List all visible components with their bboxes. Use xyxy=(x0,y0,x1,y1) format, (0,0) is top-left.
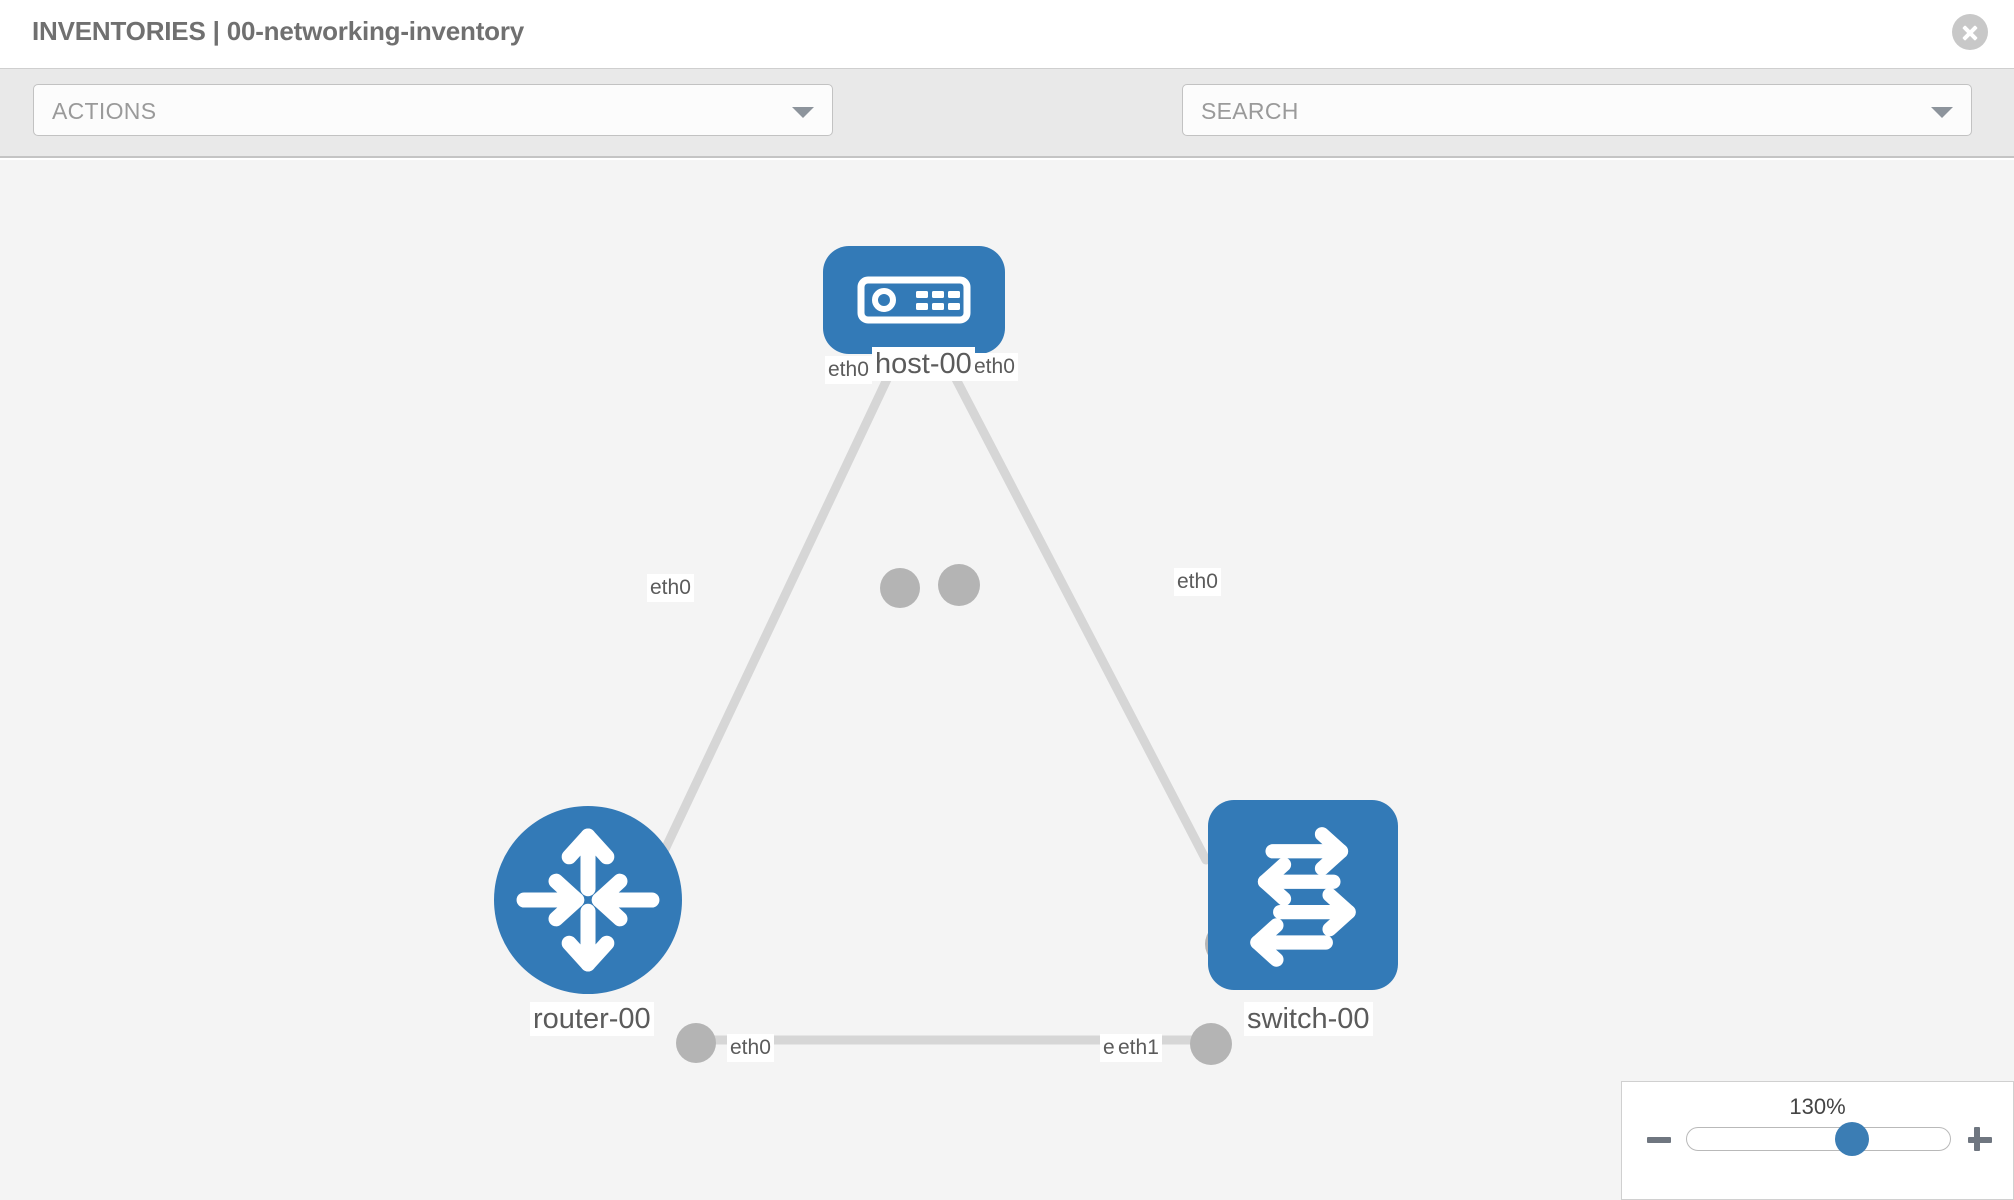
close-icon[interactable] xyxy=(1952,14,1988,50)
page-title: INVENTORIES | 00-networking-inventory xyxy=(32,16,525,46)
toolbar: ACTIONS SEARCH xyxy=(0,68,2014,200)
topology-node-host-00[interactable] xyxy=(823,246,1005,354)
edge-host-switch xyxy=(939,351,1211,865)
node-label-host-00: host-00 xyxy=(872,347,975,381)
search-placeholder: SEARCH xyxy=(1201,98,1299,124)
topology-node-switch-00[interactable] xyxy=(1208,800,1398,990)
edge-label: eth1 xyxy=(1115,1034,1162,1062)
chevron-down-icon xyxy=(792,107,814,118)
switch-arrows-icon xyxy=(1250,827,1356,967)
actions-dropdown[interactable]: ACTIONS xyxy=(33,84,833,136)
node-label-router-00: router-00 xyxy=(530,1002,654,1036)
actions-dropdown-label: ACTIONS xyxy=(52,98,157,124)
connector-dot xyxy=(1190,1023,1232,1065)
search-input[interactable]: SEARCH xyxy=(1182,84,1972,136)
topology-edges xyxy=(655,351,1211,1045)
router-arrows-icon xyxy=(516,828,660,972)
zoom-slider[interactable] xyxy=(1686,1122,1951,1156)
edge-host-router xyxy=(655,351,903,865)
topology-graph: eth0 eth0 eth0 eth0 eth0 eth0 eth1 host-… xyxy=(0,160,2014,1200)
edge-label: eth0 xyxy=(647,574,694,602)
connector-dot xyxy=(676,1023,716,1063)
edge-label: eth0 xyxy=(1174,568,1221,596)
topology-node-router-00[interactable] xyxy=(494,806,682,994)
connector-dot xyxy=(938,564,980,606)
node-label-switch-00: switch-00 xyxy=(1244,1002,1373,1036)
chevron-down-icon xyxy=(1931,107,1953,118)
connector-dot xyxy=(880,568,920,608)
zoom-in-button[interactable] xyxy=(1965,1124,1995,1154)
zoom-out-button[interactable] xyxy=(1644,1124,1674,1154)
zoom-level-value: 130% xyxy=(1789,1094,1846,1119)
edge-label: eth0 xyxy=(825,356,872,384)
topology-canvas[interactable]: eth0 eth0 eth0 eth0 eth0 eth0 eth1 host-… xyxy=(0,160,2014,1200)
page-header: INVENTORIES | 00-networking-inventory xyxy=(0,0,2014,68)
server-appliance-icon xyxy=(857,276,971,324)
edge-label: eth0 xyxy=(971,353,1018,381)
zoom-slider-thumb[interactable] xyxy=(1834,1122,1869,1156)
zoom-control-panel: 130% xyxy=(1621,1081,2014,1200)
edge-label: eth0 xyxy=(727,1034,774,1062)
